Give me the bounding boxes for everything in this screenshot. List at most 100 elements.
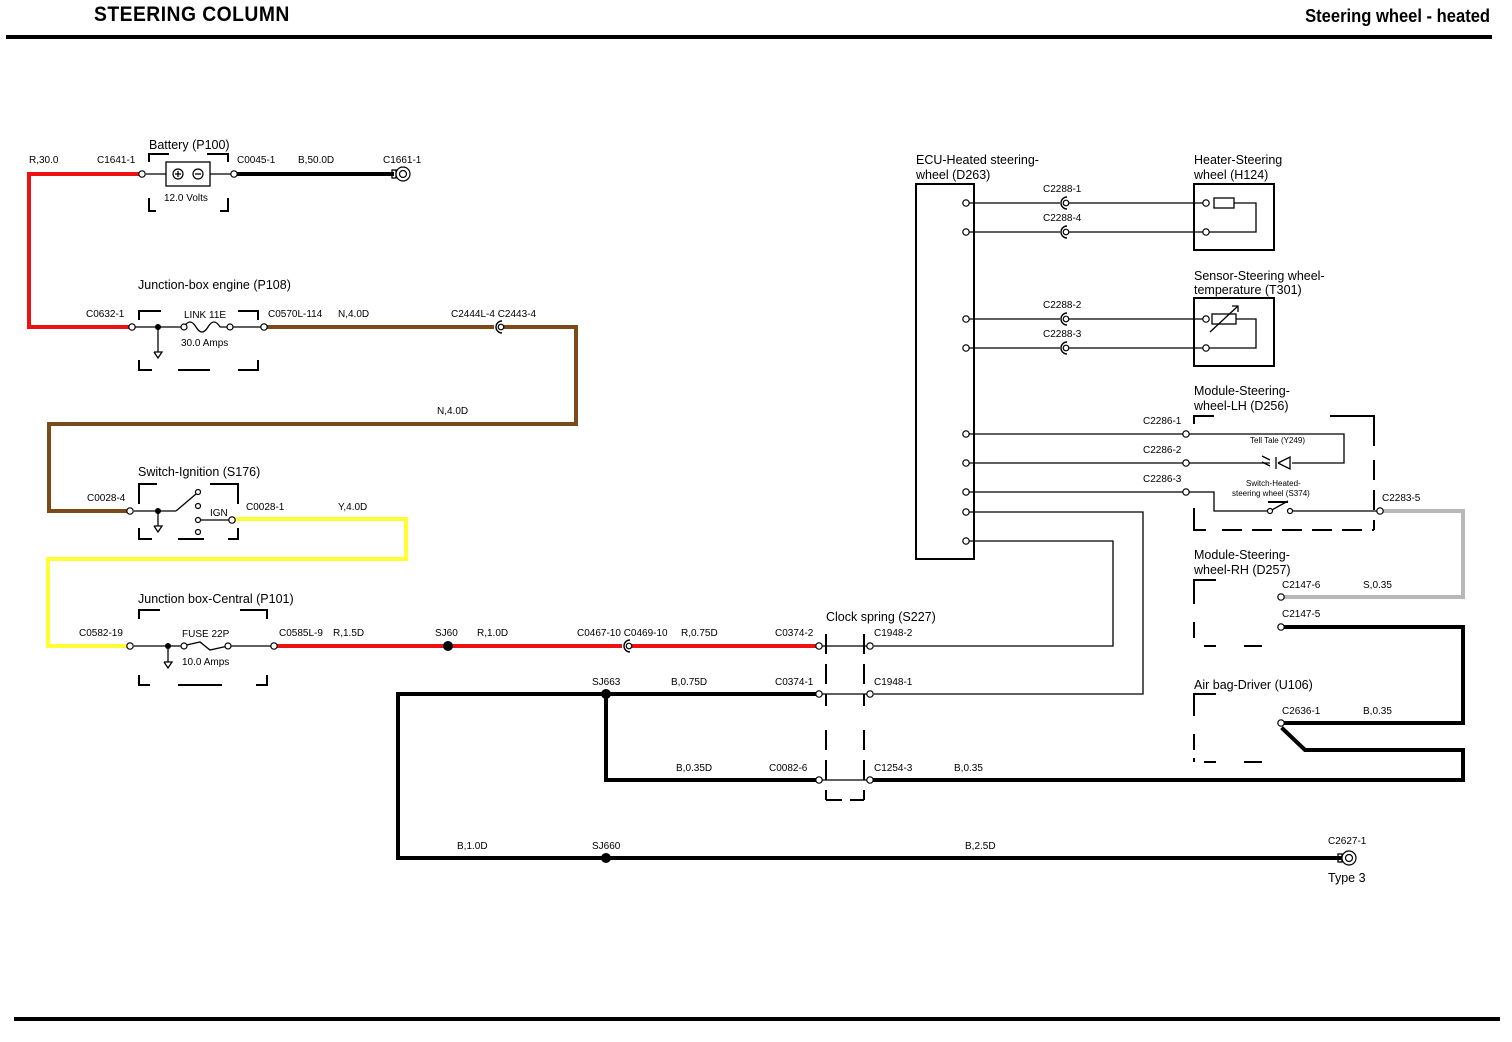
connector-c1948-2: C1948-2 <box>874 628 913 639</box>
pin-circle <box>1277 719 1285 727</box>
jb-engine-fuse: LINK 11E <box>184 310 226 321</box>
pin-circle <box>1202 228 1210 236</box>
section-title: STEERING COLUMN <box>94 3 290 26</box>
airbag-label: Air bag-Driver (U106) <box>1194 678 1313 692</box>
splice-sj660-label: SJ660 <box>592 841 621 852</box>
connector-c-shape <box>1060 341 1068 355</box>
inline-connectors <box>495 196 1070 653</box>
heater-label-2: wheel (H124) <box>1193 168 1268 182</box>
wire-label-n-4-b: N,4.0D <box>437 406 468 417</box>
pin-circle <box>962 508 970 516</box>
pin-circle <box>126 507 134 515</box>
module-lh-label-1: Module-Steering- <box>1194 384 1290 398</box>
wire-label-b-1-0: B,1.0D <box>457 841 488 852</box>
pin-circle <box>815 776 823 784</box>
inline-connector <box>1060 341 1070 355</box>
connector-c0374-1: C0374-1 <box>775 677 814 688</box>
sensor-label-1: Sensor-Steering wheel- <box>1194 269 1325 283</box>
pin-circle <box>126 642 134 650</box>
pin-circle <box>962 315 970 323</box>
heater-symbol <box>1193 183 1275 251</box>
splice-sj60-label: SJ60 <box>435 628 458 639</box>
ground-type: Type 3 <box>1328 871 1366 885</box>
pin-circle <box>1182 430 1190 438</box>
connector-c2286-1: C2286-1 <box>1143 416 1182 427</box>
connector-c2636-1: C2636-1 <box>1282 706 1321 717</box>
wire-label-r-1-5: R,1.5D <box>333 628 364 639</box>
pin-circle <box>962 430 970 438</box>
pin-circle <box>1182 488 1190 496</box>
switch-heated-label-1: Switch-Heated- <box>1246 479 1301 488</box>
pin-circle <box>1202 344 1210 352</box>
connector-c0585l-9: C0585L-9 <box>279 628 323 639</box>
pin-circle <box>1277 593 1285 601</box>
pin-circles <box>126 170 1384 784</box>
connector-c1254-3: C1254-3 <box>874 763 913 774</box>
jb-engine-rating: 30.0 Amps <box>181 338 228 349</box>
connector-c2627-1: C2627-1 <box>1328 836 1367 847</box>
pin-circle <box>962 488 970 496</box>
pin-circle <box>270 642 278 650</box>
connector-c2288-1: C2288-1 <box>1043 184 1082 195</box>
header-rule <box>6 35 1492 39</box>
connector-c-shape <box>1060 196 1068 210</box>
module-lh-symbol: Tell Tale (Y249) Switch-Heated- steering… <box>1188 415 1380 531</box>
connector-c1641-1: C1641-1 <box>97 155 136 166</box>
pin-circle <box>815 642 823 650</box>
wire-b-0-35d <box>604 692 819 782</box>
connector-pin <box>625 642 633 650</box>
jb-engine-symbol: LINK 11E 30.0 Amps <box>134 310 262 371</box>
connector-c0467-c0469: C0467-10 C0469-10 <box>577 628 668 639</box>
wire-label-y-4: Y,4.0D <box>338 502 367 513</box>
connector-c0028-4: C0028-4 <box>87 493 126 504</box>
pin-circle <box>1202 199 1210 207</box>
connector-c1948-1: C1948-1 <box>874 677 913 688</box>
wire-label-b-0-35-b: B,0.35 <box>1363 706 1392 717</box>
switch-heated-label-2: steering wheel (S374) <box>1232 489 1310 498</box>
connector-c-shape <box>1060 312 1068 326</box>
jb-central-fuse: FUSE 22P <box>182 629 230 640</box>
battery-rating: 12.0 Volts <box>164 193 208 204</box>
splice-sj660 <box>601 853 611 863</box>
sensor-symbol <box>1193 297 1275 367</box>
pin-circle <box>962 199 970 207</box>
pin-circle <box>1376 507 1384 515</box>
wire-label-r-0-75: R,0.75D <box>681 628 718 639</box>
splice-sj60 <box>443 641 453 651</box>
module-rh-label-2: wheel-RH (D257) <box>1193 563 1291 577</box>
connector-pin <box>1062 228 1070 236</box>
connector-c1661-1: C1661-1 <box>383 155 422 166</box>
connector-c2147-6: C2147-6 <box>1282 580 1321 591</box>
connector-pin <box>1062 199 1070 207</box>
wire-n-4-b <box>47 325 578 513</box>
pin-circle <box>260 323 268 331</box>
wire-label-b-0-35-a: B,0.35 <box>954 763 983 774</box>
module-rh-label-1: Module-Steering- <box>1194 548 1290 562</box>
pin-circle <box>1202 315 1210 323</box>
inline-connector <box>1060 312 1070 326</box>
airbag-symbol <box>1193 693 1262 763</box>
pin-circle <box>866 642 874 650</box>
connector-c2147-5: C2147-5 <box>1282 609 1321 620</box>
connector-c0570l-114: C0570L-114 <box>268 309 323 320</box>
wire-label-b-0-75: B,0.75D <box>671 677 707 688</box>
connector-c2288-2: C2288-2 <box>1043 300 1082 311</box>
ecu-box <box>915 183 975 560</box>
pin-circle <box>815 690 823 698</box>
wire-label-b-2-5: B,2.5D <box>965 841 996 852</box>
connector-c0028-1: C0028-1 <box>246 502 285 513</box>
pin-circle <box>866 776 874 784</box>
ground-c2627-symbol <box>1337 850 1357 866</box>
wire-label-r-1-0: R,1.0D <box>477 628 508 639</box>
ground-c1661-symbol <box>391 166 411 182</box>
connector-c2286-2: C2286-2 <box>1143 445 1182 456</box>
jb-engine-label: Junction-box engine (P108) <box>138 278 291 292</box>
pin-circle <box>230 170 238 178</box>
wire-s-0-35 <box>1281 509 1465 599</box>
module-lh-label-2: wheel-LH (D256) <box>1193 399 1288 413</box>
connector-c0082-6: C0082-6 <box>769 763 808 774</box>
battery-label: Battery (P100) <box>149 138 230 152</box>
battery-symbol: 12.0 Volts <box>146 153 232 212</box>
pin-circle <box>962 537 970 545</box>
